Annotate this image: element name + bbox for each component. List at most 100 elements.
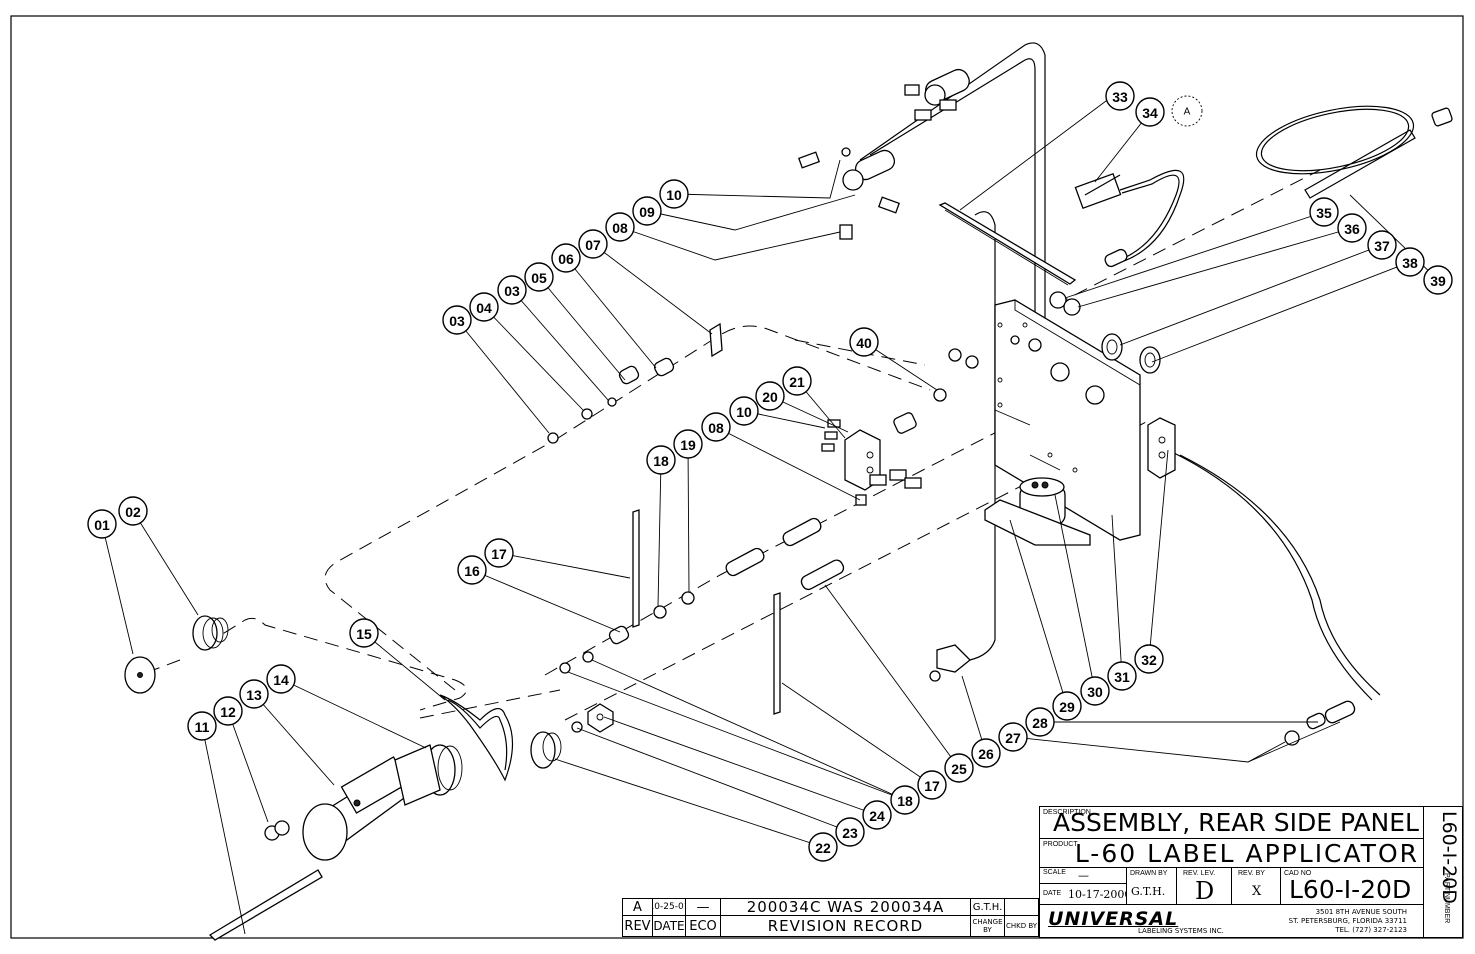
regulator-assembly-upper: [904, 68, 970, 121]
callout-label: 39: [1430, 273, 1446, 289]
callout-19: 19: [673, 429, 703, 459]
callout-29: 29: [1052, 691, 1082, 721]
callout-02: 02: [118, 496, 148, 526]
bearing-block: [587, 703, 614, 733]
callout-33: 33: [1105, 81, 1135, 111]
drawn-by-label: DRAWN BY: [1130, 870, 1168, 877]
date-value: 10-17-2000: [1068, 888, 1132, 901]
drawn-by-value: G.T.H.: [1131, 885, 1166, 898]
rev-description-value: 200034C WAS 200034A: [720, 898, 971, 916]
rev-header: REV: [622, 915, 653, 937]
callout-26: 26: [971, 738, 1001, 768]
callout-label: 03: [449, 313, 465, 329]
callout-13: 13: [239, 679, 269, 709]
callout-label: 05: [531, 270, 547, 286]
callout-16: 16: [457, 555, 487, 585]
callout-label: 28: [1032, 715, 1048, 731]
sheet-border: [10, 15, 1464, 939]
address-line-1: 3501 8TH AVENUE SOUTH: [1315, 908, 1407, 916]
rev-by-label: REV. BY: [1238, 870, 1265, 877]
callout-39: 39: [1423, 265, 1453, 295]
date-cell: DATE 10-17-2000: [1039, 883, 1131, 905]
callout-37: 37: [1367, 230, 1397, 260]
callout-label: 23: [842, 825, 858, 841]
callout-14: 14: [266, 664, 296, 694]
callout-label: 08: [612, 220, 628, 236]
description-label: DESCRIPTION: [1043, 809, 1091, 816]
description-value: ASSEMBLY, REAR SIDE PANEL: [1053, 808, 1419, 837]
callout-20: 20: [755, 381, 785, 411]
mounting-bars: [632, 509, 781, 715]
callout-label: 12: [220, 704, 236, 720]
callout-12: 12: [213, 696, 243, 726]
callout-label: 33: [1112, 89, 1128, 105]
callout-label: 16: [464, 563, 480, 579]
callout-03: 03: [442, 305, 472, 335]
change-by-header: CHANGE BY: [970, 915, 1005, 937]
callout-label: 24: [869, 808, 885, 824]
callout-09: 09: [632, 196, 662, 226]
callout-34: 34: [1135, 97, 1165, 127]
washers: [547, 397, 695, 733]
callout-label: 40: [856, 335, 872, 351]
pulley-02: [192, 615, 229, 651]
callout-10: 10: [729, 396, 759, 426]
callout-label: 07: [585, 237, 601, 253]
capacitor-fitting-12: [264, 820, 290, 841]
grommets: [1101, 333, 1161, 374]
fitting-39: [1431, 107, 1453, 127]
eco-header: ECO: [685, 915, 721, 937]
rev-by-value: X: [1252, 884, 1262, 899]
company-subtitle: LABELING SYSTEMS INC.: [1138, 927, 1224, 935]
revision-record-header: REVISION RECORD: [720, 915, 971, 937]
callout-label: 32: [1141, 652, 1157, 668]
fitting-40: [893, 412, 917, 434]
part-number-value: L60-I-20D: [1438, 811, 1460, 904]
callout-label: 29: [1059, 699, 1075, 715]
cad-no-label: CAD NO: [1284, 870, 1312, 877]
callout-label: 25: [951, 761, 967, 777]
callout-label: 30: [1087, 684, 1103, 700]
callout-03: 03: [497, 275, 527, 305]
callout-label: 31: [1114, 669, 1130, 685]
callout-08: 08: [701, 412, 731, 442]
callout-label: 03: [504, 283, 520, 299]
callout-30: 30: [1080, 676, 1110, 706]
callout-label: 22: [815, 840, 831, 856]
callout-17: 17: [917, 770, 947, 800]
callout-bubbles: 0102030304050607080809101011121314151617…: [87, 81, 1453, 862]
rev-by-cell: REV. BY X: [1231, 867, 1281, 905]
callout-label: 27: [1005, 730, 1021, 746]
callout-10: 10: [659, 179, 689, 209]
angle-bracket: [938, 202, 1077, 286]
rev-lev-value: D: [1195, 877, 1215, 905]
drawn-by-cell: DRAWN BY G.T.H.: [1126, 867, 1177, 905]
address-line-3: TEL. (727) 327-2123: [1335, 926, 1407, 934]
callout-label: 21: [789, 374, 805, 390]
date-label: DATE: [1043, 890, 1062, 897]
rev-date-value: 10-25-01: [652, 898, 686, 916]
callout-36: 36: [1337, 213, 1367, 243]
callout-08: 08: [605, 212, 635, 242]
company-cell: UNIVERSAL LABELING SYSTEMS INC. 3501 8TH…: [1039, 904, 1424, 938]
callout-18: 18: [890, 785, 920, 815]
part-number-cell: PART NUMBER L60-I-20D: [1423, 806, 1463, 938]
explosion-axis-lines: [139, 169, 1321, 721]
callout-label: 01: [94, 517, 110, 533]
drive-belt: [439, 694, 514, 782]
callout-label: 17: [491, 546, 507, 562]
rev-value: A: [622, 898, 653, 916]
callout-label: 37: [1374, 238, 1390, 254]
callout-label: 06: [558, 251, 574, 267]
product-label: PRODUCT: [1043, 841, 1078, 848]
callout-06: 06: [551, 243, 581, 273]
callout-label: 08: [708, 420, 724, 436]
bulkhead-fittings: [933, 291, 1081, 402]
standoffs: [608, 322, 845, 645]
shaft-11: [208, 869, 323, 941]
description-cell: DESCRIPTION ASSEMBLY, REAR SIDE PANEL: [1039, 806, 1424, 839]
callout-label: 13: [246, 687, 262, 703]
callout-32: 32: [1134, 644, 1164, 674]
product-cell: PRODUCT L-60 LABEL APPLICATOR: [1039, 838, 1424, 868]
